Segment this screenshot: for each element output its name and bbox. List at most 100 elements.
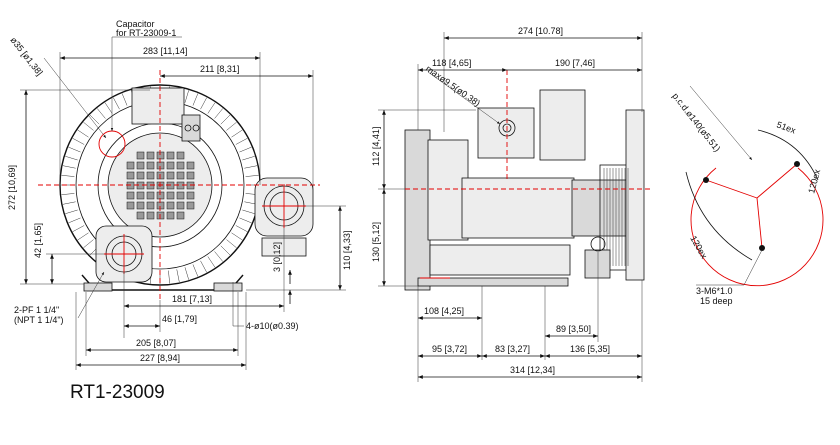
vent-slot [156, 181, 165, 190]
vent-slot [136, 171, 145, 180]
fin-line [214, 251, 223, 262]
vent-slot [146, 181, 155, 190]
dim-42: 42 [1,65] [33, 223, 43, 258]
vent-slot [146, 201, 155, 210]
vent-slot [136, 191, 145, 200]
port-label-line2: (NPT 1 1/4") [14, 315, 64, 325]
fin-line [65, 156, 78, 161]
vent-slot [166, 191, 175, 200]
fin-line [77, 129, 89, 138]
fin-line [242, 209, 255, 214]
fin-line [184, 90, 189, 103]
vent-slot [126, 191, 135, 200]
fin-line [244, 165, 258, 169]
front-terminal-box [131, 87, 185, 125]
vent-slot [166, 171, 175, 180]
pcd-label: p.c.d.ø140(ø5.51) [670, 91, 722, 154]
capacitor-position-circle [98, 130, 126, 158]
fin-line [72, 138, 85, 145]
fin-line [207, 256, 216, 268]
side-lower-housing [429, 244, 571, 276]
fin-line [242, 156, 255, 161]
fin-line [83, 239, 94, 248]
front-view [38, 70, 320, 300]
vent-slot [136, 161, 145, 170]
tap-label-line2: 15 deep [700, 296, 733, 306]
vent-slot [166, 211, 175, 220]
vent-slot [146, 161, 155, 170]
vent-slot [136, 181, 145, 190]
side-flange [404, 129, 431, 291]
vent-slot [126, 201, 135, 210]
fin-line [62, 201, 76, 205]
fin-line [72, 225, 85, 232]
dim-110: 110 [4,33] [342, 231, 352, 270]
fin-line [104, 102, 113, 114]
vent-slot [166, 161, 175, 170]
vent-slot [126, 171, 135, 180]
fin-line [62, 165, 76, 169]
pcd-arc [690, 167, 824, 287]
dim-314: 314 [12,34] [510, 365, 555, 375]
vent-slot [166, 181, 175, 190]
vent-slot [156, 171, 165, 180]
fin-line [121, 93, 128, 106]
fin-line [239, 146, 252, 153]
fin-line [200, 97, 207, 110]
angle-120-b: 120ex [688, 234, 709, 261]
model-title: RT1-23009 [70, 382, 165, 403]
fin-line [200, 260, 207, 273]
fin-line [231, 232, 243, 241]
dim-181: 181 [7,13] [172, 294, 212, 304]
fin-line [68, 146, 81, 153]
side-motor-body [461, 177, 575, 239]
fin-line [214, 108, 223, 119]
capacitor-label-line2: for RT-23009-1 [116, 28, 176, 38]
side-motor-end [571, 179, 631, 237]
fin-line [77, 232, 89, 241]
vent-slot [146, 191, 155, 200]
fin-line [245, 175, 259, 177]
fin-line [83, 122, 94, 131]
fan-vent-grid [126, 151, 195, 220]
port-label-line1: 2-PF 1 1/4" [14, 305, 59, 315]
vent-slot [136, 151, 145, 160]
vent-slot [136, 211, 145, 220]
dim-136: 136 [5,35] [570, 344, 610, 354]
vent-slot [176, 161, 185, 170]
dim-46: 46 [1,79] [162, 314, 197, 324]
side-fan-cover [625, 109, 645, 281]
angle-120-a: 120ex [806, 168, 822, 195]
fin-line [220, 245, 231, 256]
vent-slot [186, 181, 195, 190]
fin-line [97, 108, 106, 119]
front-base-feet [81, 274, 244, 291]
dim-227: 227 [8,94] [140, 353, 180, 363]
vent-slot [146, 151, 155, 160]
vent-slot [156, 191, 165, 200]
vent-slot [146, 171, 155, 180]
dim-283: 283 [11,14] [143, 46, 187, 56]
vent-slot [186, 161, 195, 170]
dim-3: 3 [0,12] [272, 242, 282, 272]
dim-83: 83 [3,27] [495, 344, 530, 354]
side-base [417, 277, 569, 287]
dim-274: 274 [10.78] [518, 26, 563, 36]
dim-d35: ø35 [ø1,38] [8, 35, 44, 77]
fin-line [192, 264, 199, 277]
vent-slot [176, 151, 185, 160]
tap-label-line1: 3-M6*1.0 [696, 286, 733, 296]
vent-slot [176, 191, 185, 200]
fin-line [226, 239, 237, 248]
flange-detail: p.c.d.ø140(ø5.51) 51ex 120ex 120ex 3-M6*… [670, 85, 824, 306]
fin-line [207, 102, 216, 114]
fin-line [68, 217, 81, 224]
angle-51: 51ex [775, 119, 797, 135]
vent-slot [156, 211, 165, 220]
dim-272: 272 [10,69] [7, 165, 17, 210]
vent-slot [186, 171, 195, 180]
vent-slot [126, 181, 135, 190]
fin-line [239, 217, 252, 224]
